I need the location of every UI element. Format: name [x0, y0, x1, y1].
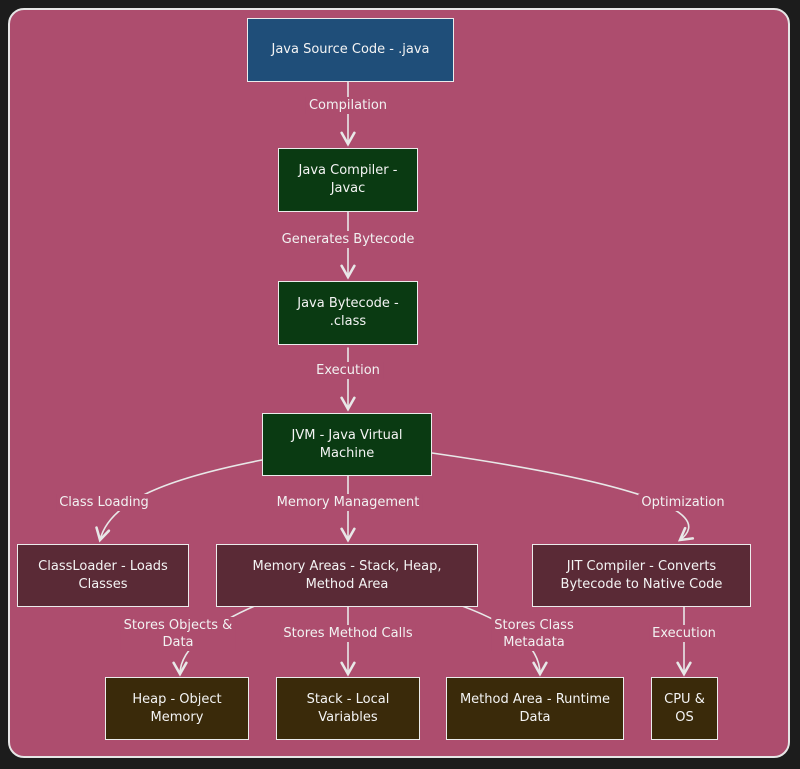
label-compilation: Compilation	[305, 97, 391, 114]
node-jit-compiler: JIT Compiler - Converts Bytecode to Nati…	[532, 544, 751, 607]
label-memory-management: Memory Management	[273, 494, 423, 511]
node-cpu-os: CPU & OS	[651, 677, 718, 740]
node-java-bytecode: Java Bytecode - .class	[278, 281, 418, 345]
label-execution-jvm: Execution	[313, 362, 383, 379]
node-memory-areas: Memory Areas - Stack, Heap, Method Area	[216, 544, 478, 607]
label-class-loading: Class Loading	[56, 494, 152, 511]
label-stores-objects: Stores Objects & Data	[120, 617, 236, 651]
label-execution-cpu: Execution	[649, 625, 719, 642]
node-heap: Heap - Object Memory	[105, 677, 249, 740]
label-optimization: Optimization	[638, 494, 728, 511]
node-jvm: JVM - Java Virtual Machine	[262, 413, 432, 476]
node-classloader: ClassLoader - Loads Classes	[17, 544, 189, 607]
node-stack: Stack - Local Variables	[276, 677, 420, 740]
node-java-source: Java Source Code - .java	[247, 18, 454, 82]
node-method-area: Method Area - Runtime Data	[446, 677, 624, 740]
label-stores-metadata: Stores Class Metadata	[491, 617, 577, 651]
label-stores-method-calls: Stores Method Calls	[280, 625, 416, 642]
edge-class-loading	[95, 459, 263, 543]
label-generates-bytecode: Generates Bytecode	[278, 231, 418, 248]
node-java-compiler: Java Compiler - Javac	[278, 148, 418, 212]
